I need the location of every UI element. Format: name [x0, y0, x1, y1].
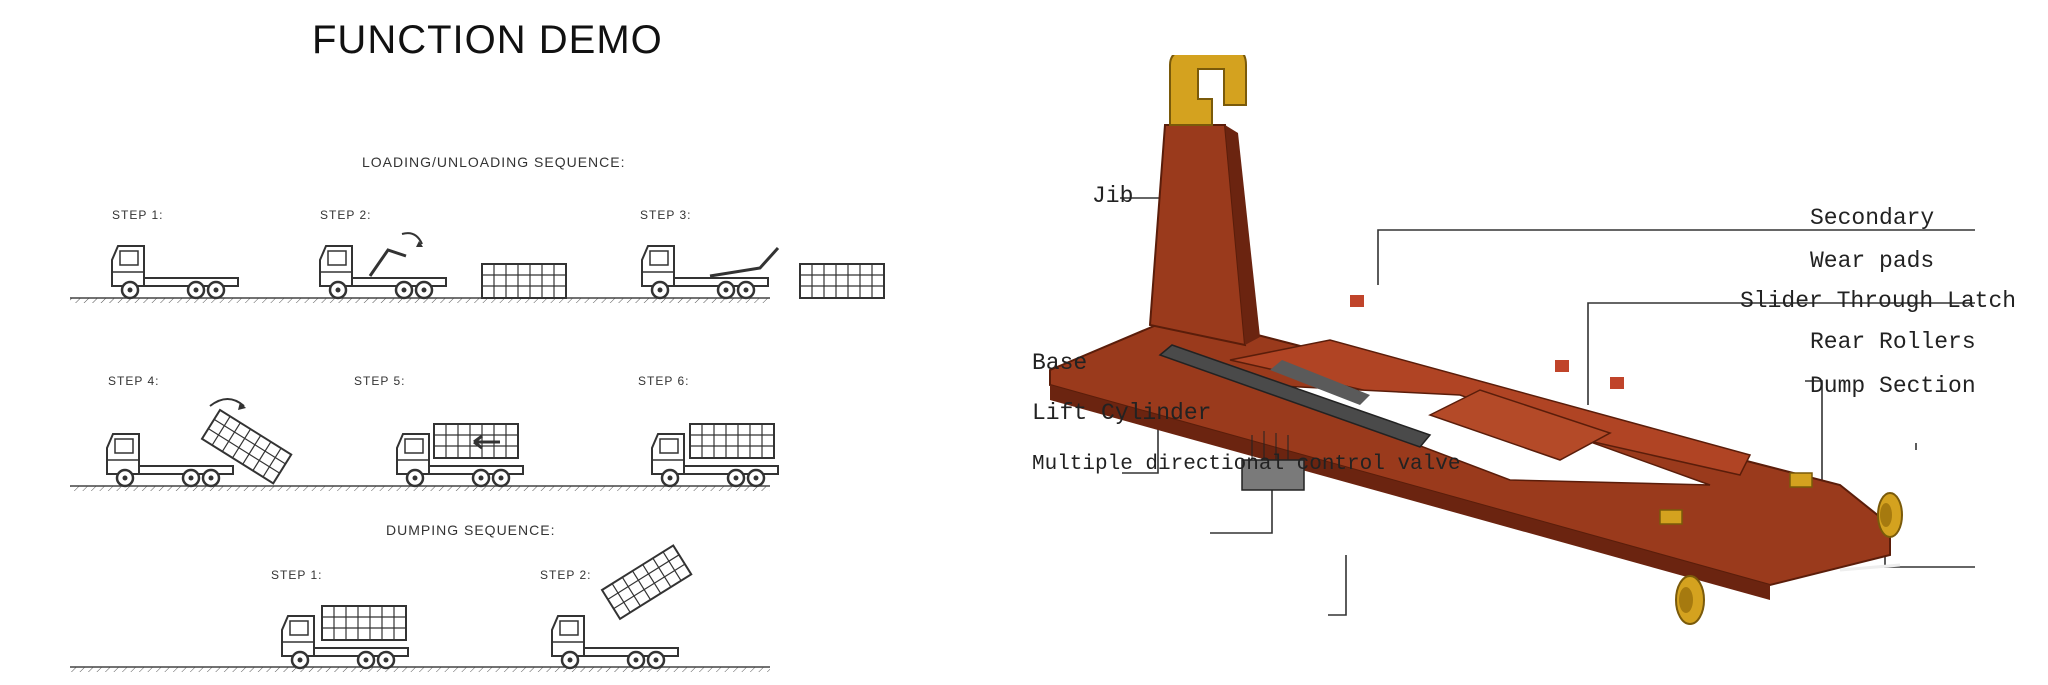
hooklift-graphics: [1049, 55, 1975, 625]
loading-step-4: STEP 4:: [108, 374, 160, 388]
loading-step-1: STEP 1:: [112, 208, 164, 222]
sequence-panel: LOADING/UNLOADING SEQUENCE: STEP 1: STEP…: [70, 130, 930, 685]
label-jib: Jib: [1092, 183, 1134, 209]
label-dump-section: Dump Section: [1810, 373, 1976, 399]
loading-step-6: STEP 6:: [638, 374, 690, 388]
dumping-step-1: STEP 1:: [271, 568, 323, 582]
page-title: FUNCTION DEMO: [312, 18, 663, 62]
dumping-step-2: STEP 2:: [540, 568, 592, 582]
loading-step-2: STEP 2:: [320, 208, 372, 222]
label-slider-through-latch: Slider Through Latch: [1740, 288, 2017, 314]
loading-sequence-title: LOADING/UNLOADING SEQUENCE:: [362, 154, 626, 170]
dumping-sequence-title: DUMPING SEQUENCE:: [386, 522, 556, 538]
label-control-valve: Multiple directional control valve: [1032, 453, 1461, 476]
label-wear-pads: Wear pads: [1810, 248, 1935, 274]
label-lift-cylinder: Lift Cylinder: [1032, 400, 1212, 426]
hooklift-diagram-panel: Jib Secondary Wear pads Slider Through L…: [1010, 55, 2016, 685]
label-secondary: Secondary: [1810, 205, 1935, 231]
loading-step-5: STEP 5:: [354, 374, 406, 388]
label-base: Base: [1032, 350, 1088, 376]
sequence-graphics: [70, 232, 885, 672]
label-rear-rollers: Rear Rollers: [1810, 329, 1976, 355]
loading-step-3: STEP 3:: [640, 208, 692, 222]
